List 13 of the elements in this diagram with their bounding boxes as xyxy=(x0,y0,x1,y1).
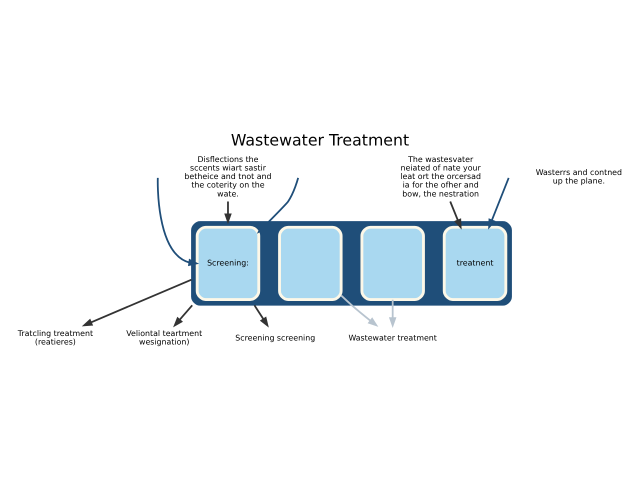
arrow xyxy=(224,200,232,224)
arrow xyxy=(254,304,269,328)
diagram-title: Wastewater Treatment xyxy=(230,130,410,149)
node-box xyxy=(278,225,343,300)
arrow xyxy=(388,299,396,328)
arrow xyxy=(340,294,378,326)
arrow xyxy=(156,177,200,266)
arrow xyxy=(449,200,462,230)
arrow xyxy=(173,304,193,327)
arrow xyxy=(488,177,510,230)
arrow xyxy=(82,278,192,326)
arrow xyxy=(256,177,299,234)
node-box xyxy=(360,225,425,300)
